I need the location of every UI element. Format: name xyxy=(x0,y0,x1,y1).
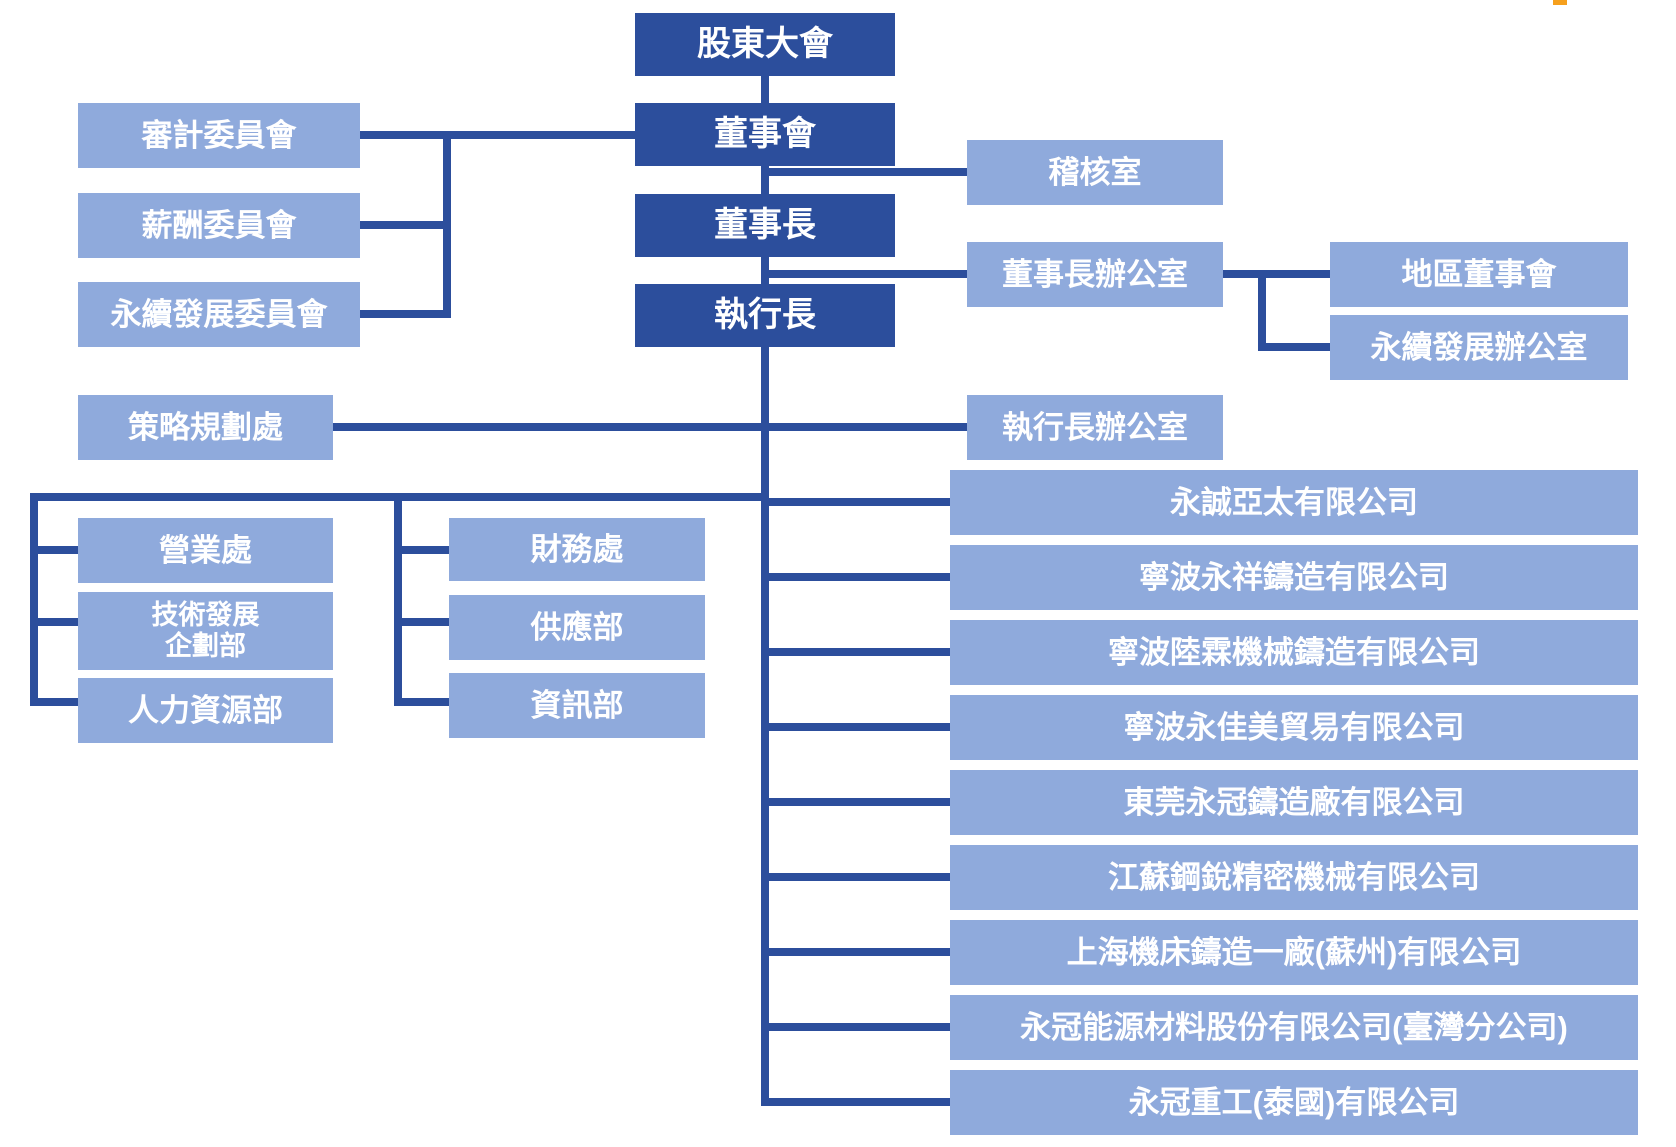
node-sustainability-office: 永續發展辦公室 xyxy=(1330,315,1628,380)
node-sales-division: 營業處 xyxy=(78,518,333,583)
connector-line xyxy=(765,873,950,881)
connector-line xyxy=(30,493,38,706)
connector-line xyxy=(38,618,78,626)
connector-line xyxy=(38,546,78,554)
node-human-resources-dept: 人力資源部 xyxy=(78,678,333,743)
connector-line xyxy=(765,798,950,806)
connector-line xyxy=(765,498,950,506)
node-subsidiary: 永誠亞太有限公司 xyxy=(950,470,1638,535)
node-it-dept: 資訊部 xyxy=(449,673,705,738)
connector-line xyxy=(402,546,449,554)
connector-line xyxy=(333,423,967,431)
node-tech-development-planning-dept: 技術發展 企劃部 xyxy=(78,592,333,670)
connector-line xyxy=(360,131,635,139)
connector-line xyxy=(30,698,78,706)
connector-line xyxy=(761,76,769,103)
node-sustainability-committee: 永續發展委員會 xyxy=(78,282,360,347)
connector-line xyxy=(765,270,967,278)
node-audit-office: 稽核室 xyxy=(967,140,1223,205)
connector-line xyxy=(765,1023,950,1031)
connector-line xyxy=(394,493,402,706)
node-subsidiary: 寧波陸霖機械鑄造有限公司 xyxy=(950,620,1638,685)
connector-line xyxy=(360,310,451,318)
connector-line xyxy=(394,698,449,706)
node-board-of-directors: 董事會 xyxy=(635,103,895,166)
node-chairman: 董事長 xyxy=(635,194,895,257)
node-ceo: 執行長 xyxy=(635,284,895,347)
accent-mark xyxy=(1553,0,1567,5)
node-subsidiary: 寧波永祥鑄造有限公司 xyxy=(950,545,1638,610)
node-subsidiary: 永冠重工(泰國)有限公司 xyxy=(950,1070,1638,1135)
node-audit-committee: 審計委員會 xyxy=(78,103,360,168)
connector-line xyxy=(402,618,449,626)
connector-line xyxy=(1258,343,1330,351)
node-subsidiary: 永冠能源材料股份有限公司(臺灣分公司) xyxy=(950,995,1638,1060)
node-chairman-office: 董事長辦公室 xyxy=(967,242,1223,307)
node-finance-division: 財務處 xyxy=(449,518,705,581)
connector-line xyxy=(765,648,950,656)
node-subsidiary: 上海機床鑄造一廠(蘇州)有限公司 xyxy=(950,920,1638,985)
connector-line xyxy=(1258,270,1266,351)
connector-line xyxy=(1223,270,1330,278)
node-shareholders-meeting: 股東大會 xyxy=(635,13,895,76)
connector-line xyxy=(765,1098,950,1106)
connector-line xyxy=(765,948,950,956)
node-supply-dept: 供應部 xyxy=(449,595,705,660)
node-subsidiary: 東莞永冠鑄造廠有限公司 xyxy=(950,770,1638,835)
node-regional-board: 地區董事會 xyxy=(1330,242,1628,307)
node-subsidiary: 江蘇鋼銳精密機械有限公司 xyxy=(950,845,1638,910)
node-compensation-committee: 薪酬委員會 xyxy=(78,193,360,258)
node-subsidiary: 寧波永佳美貿易有限公司 xyxy=(950,695,1638,760)
node-strategic-planning-division: 策略規劃處 xyxy=(78,395,333,460)
node-ceo-office: 執行長辦公室 xyxy=(967,395,1223,460)
connector-line xyxy=(765,168,967,176)
connector-line xyxy=(761,166,769,194)
connector-line xyxy=(360,221,451,229)
connector-line xyxy=(765,723,950,731)
connector-line xyxy=(765,573,950,581)
